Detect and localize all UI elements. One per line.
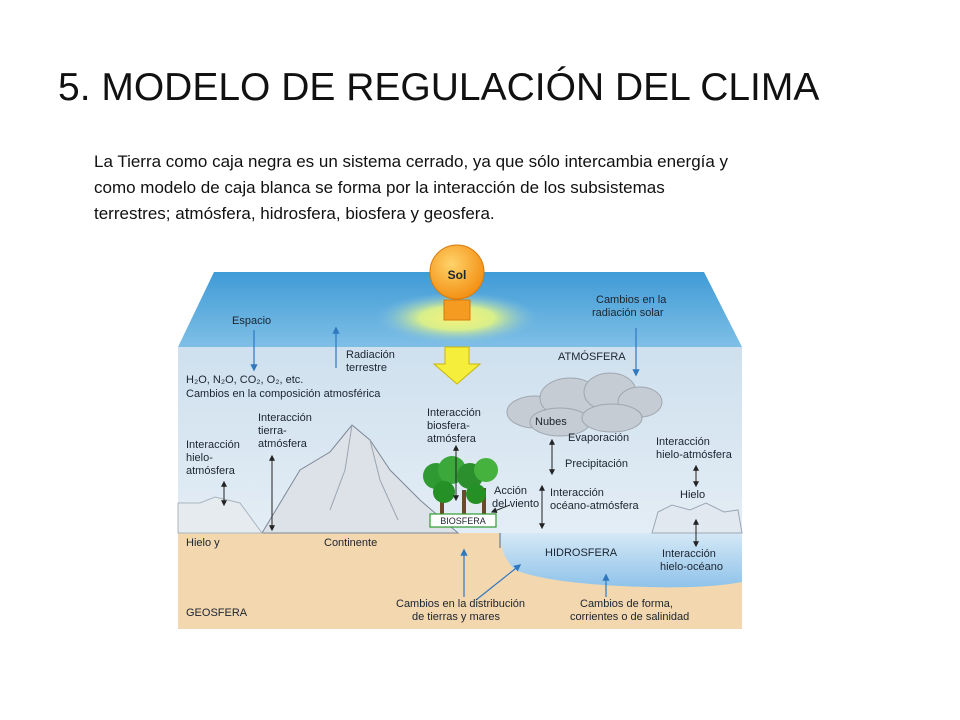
cambios-forma-label: corrientes o de salinidad: [570, 611, 689, 623]
gases-label: H₂O, N₂O, CO₂, O₂, etc.: [186, 374, 303, 386]
arrow-distribution-shore: [475, 564, 522, 601]
sun-beam-base: [443, 299, 471, 321]
accion-viento-label: del viento: [492, 498, 539, 510]
arrow-wind: [490, 504, 511, 514]
interaccion-tierra-label: atmósfera: [258, 438, 308, 450]
cambios-radiacion-label: radiación solar: [592, 307, 664, 319]
biosfera-label: BIOSFERA: [440, 516, 486, 526]
accion-viento-label: Acción: [494, 485, 527, 497]
evaporacion-label: Evaporación: [568, 432, 629, 444]
espacio-label: Espacio: [232, 315, 271, 327]
cambios-forma-label: Cambios de forma,: [580, 598, 673, 610]
nubes-label: Nubes: [535, 416, 567, 428]
interaccion-hielo-atm-right-label: hielo-atmósfera: [656, 449, 733, 461]
page-title: 5. MODELO DE REGULACIÓN DEL CLIMA: [58, 66, 820, 109]
interaccion-hielo-oceano-label: Interacción: [662, 548, 716, 560]
biosfera-label-box: [429, 513, 497, 528]
ocean: [500, 533, 742, 588]
solar-radiation-arrow: [432, 346, 482, 385]
mountain-ridge: [329, 424, 353, 511]
ice-sheet: [177, 496, 263, 534]
radiacion-terrestre-label: Radiación: [346, 349, 395, 361]
interaccion-hielo-atm-right-label: Interacción: [656, 436, 710, 448]
sun: [429, 244, 485, 300]
cambios-radiacion-label: Cambios en la: [596, 294, 667, 306]
geosfera-label: GEOSFERA: [186, 607, 248, 619]
hidrosfera-label: HIDROSFERA: [545, 547, 618, 559]
cloud: [506, 372, 663, 437]
intro-line: La Tierra como caja negra es un sistema …: [94, 152, 729, 171]
intro-line: como modelo de caja blanca se forma por …: [94, 178, 665, 197]
interaccion-hielo-atm-label: hielo-: [186, 452, 213, 464]
hielo-label: Hielo: [680, 489, 705, 501]
interaccion-hielo-atm-label: Interacción: [186, 439, 240, 451]
interaccion-oceano-label: océano-atmósfera: [550, 500, 640, 512]
interaccion-biosfera-label: Interacción: [427, 407, 481, 419]
precipitacion-label: Precipitación: [565, 458, 628, 470]
interaccion-biosfera-label: atmósfera: [427, 433, 477, 445]
intro-paragraph: La Tierra como caja negra es un sistema …: [94, 149, 934, 227]
atmosfera-label: ATMÓSFERA: [558, 350, 626, 363]
forest: [423, 456, 498, 516]
cambios-composicion-label: Cambios en la composición atmosférica: [186, 388, 381, 400]
interaccion-biosfera-label: biosfera-: [427, 420, 470, 432]
sea-ice: [651, 502, 743, 534]
radiacion-terrestre-label: terrestre: [346, 362, 387, 374]
sol-label: Sol: [448, 268, 467, 282]
interaccion-tierra-label: tierra-: [258, 425, 287, 437]
mountain-ridge: [369, 439, 399, 521]
cambios-distribucion-label: Cambios en la distribución: [396, 598, 525, 610]
interaccion-tierra-label: Interacción: [258, 412, 312, 424]
hielo-y-label: Hielo y: [186, 537, 220, 549]
interaccion-oceano-label: Interacción: [550, 487, 604, 499]
interaccion-hielo-atm-label: atmósfera: [186, 465, 236, 477]
cambios-distribucion-label: de tierras y mares: [412, 611, 501, 623]
continente-label: Continente: [324, 537, 377, 549]
intro-line: terrestres; atmósfera, hidrosfera, biosf…: [94, 204, 495, 223]
interaccion-hielo-oceano-label: hielo-océano: [660, 561, 723, 573]
